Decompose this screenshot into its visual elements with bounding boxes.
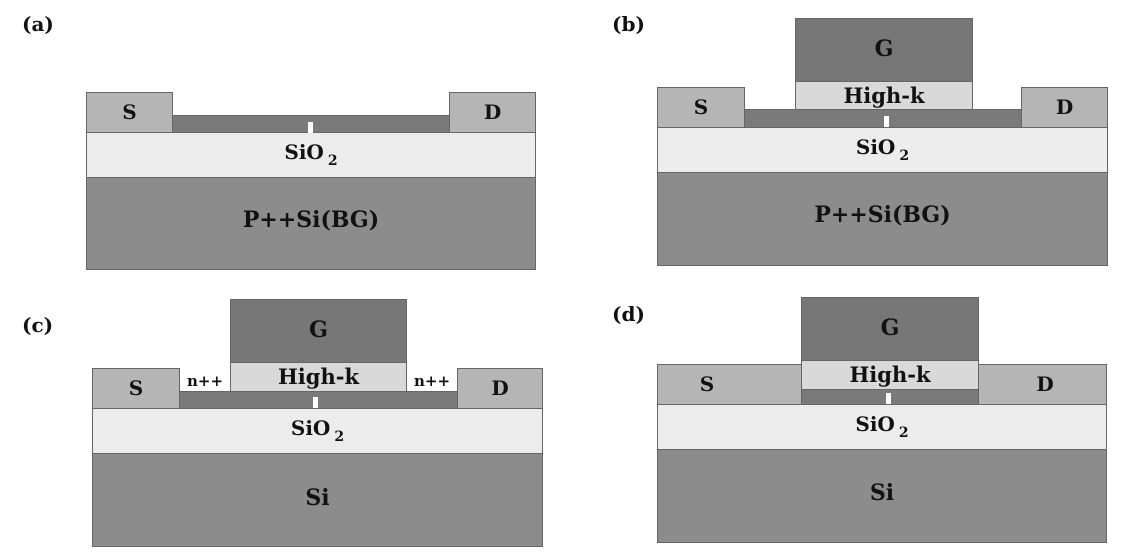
source-contact-c — [92, 368, 180, 409]
drain-contact-a — [449, 92, 536, 133]
oxide-layer-c — [92, 408, 543, 454]
substrate-label-a: P++Si(BG) — [242, 207, 380, 233]
highk-label-b: High-k — [843, 83, 925, 108]
highk-label-c: High-k — [277, 364, 360, 389]
oxide-layer-d — [657, 404, 1107, 450]
source-label-c: S — [128, 376, 144, 400]
source-contact-a — [86, 92, 173, 133]
drain-contact-d — [978, 364, 1107, 405]
panel-label-b: (b) — [612, 12, 645, 36]
gate-electrode-d — [801, 297, 979, 361]
substrate-label-d: Si — [869, 480, 895, 506]
channel-marker-a — [308, 122, 313, 133]
substrate-layer-a — [86, 177, 536, 270]
drain-label-b: D — [1055, 95, 1074, 119]
channel-marker-d — [886, 393, 891, 404]
substrate-label-c: Si — [305, 485, 330, 511]
source-label-d: S — [699, 372, 715, 396]
source-contact-d — [657, 364, 802, 405]
doping-label-right-c: n++ — [413, 372, 451, 390]
gate-label-b: G — [874, 36, 894, 62]
drain-label-a: D — [483, 100, 502, 124]
doping-label-left-c: n++ — [186, 372, 224, 390]
gate-electrode-c — [230, 299, 407, 363]
drain-label-d: D — [1036, 372, 1054, 396]
highk-label-d: High-k — [849, 362, 931, 387]
substrate-label-b: P++Si(BG) — [814, 202, 951, 228]
drain-contact-c — [457, 368, 543, 409]
gate-electrode-b — [795, 18, 973, 82]
channel-marker-b — [884, 116, 889, 127]
source-contact-b — [657, 87, 745, 128]
drain-contact-b — [1021, 87, 1108, 128]
gate-label-d: G — [880, 315, 900, 341]
panel-label-d: (d) — [612, 302, 645, 326]
substrate-layer-c — [92, 453, 543, 547]
channel-layer-b — [744, 109, 1022, 128]
panel-label-c: (c) — [22, 313, 54, 337]
panel-label-a: (a) — [22, 12, 54, 36]
gate-label-c: G — [309, 317, 328, 343]
channel-marker-c — [313, 397, 318, 408]
source-label-a: S — [122, 100, 137, 124]
drain-label-c: D — [491, 376, 509, 400]
source-label-b: S — [693, 95, 709, 119]
